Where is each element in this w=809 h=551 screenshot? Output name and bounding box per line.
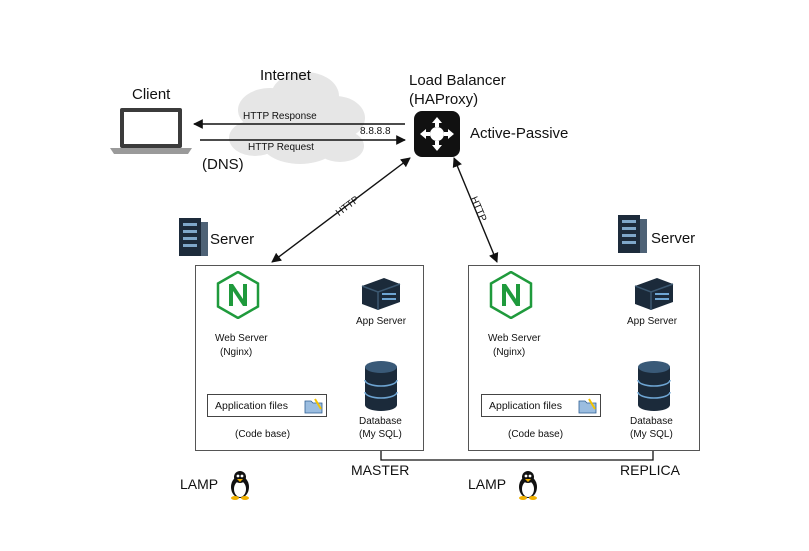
database-icon xyxy=(637,361,671,411)
folder-icon xyxy=(304,398,323,414)
application-files-label: Application files xyxy=(489,399,562,412)
linux-penguin-icon xyxy=(519,471,537,500)
server-box-right: Web Server (Nginx) App Server Applicatio… xyxy=(468,265,700,451)
nginx-label: (Nginx) xyxy=(220,347,253,358)
app-server-icon xyxy=(361,278,401,310)
web-server-label: Web Server xyxy=(215,333,268,344)
client-label: Client xyxy=(132,86,171,103)
code-base-label: (Code base) xyxy=(235,429,291,440)
server-right-label: Server xyxy=(651,230,696,247)
application-files-box: Application files xyxy=(207,394,327,417)
replication-line xyxy=(380,443,654,461)
server-rack-icon xyxy=(179,218,208,256)
http-response-label: HTTP Response xyxy=(243,111,317,122)
lamp-left-label: LAMP xyxy=(180,476,219,492)
database-label: Database xyxy=(359,416,402,427)
lb-subtitle: (HAProxy) xyxy=(409,91,479,108)
http-right-arrow xyxy=(452,157,499,263)
app-server-label: App Server xyxy=(627,316,678,327)
database-label: Database xyxy=(630,416,673,427)
web-server-label: Web Server xyxy=(488,333,541,344)
server-left-label: Server xyxy=(210,231,255,248)
lb-title: Load Balancer xyxy=(409,72,506,89)
master-label: MASTER xyxy=(351,462,410,478)
nginx-icon xyxy=(216,271,260,319)
lb-mode: Active-Passive xyxy=(470,125,569,142)
application-files-box: Application files xyxy=(481,394,601,417)
database-icon xyxy=(364,361,398,411)
ip-label: 8.8.8.8 xyxy=(360,126,391,137)
app-server-icon xyxy=(634,278,674,310)
code-base-label: (Code base) xyxy=(508,429,564,440)
nginx-icon xyxy=(489,271,533,319)
nginx-label: (Nginx) xyxy=(493,347,526,358)
linux-penguin-icon xyxy=(231,471,249,500)
folder-icon xyxy=(578,398,597,414)
server-box-left: Web Server (Nginx) App Server Applicatio… xyxy=(195,265,424,451)
http-left-arrow xyxy=(271,157,411,263)
server-rack-icon xyxy=(618,215,647,253)
replica-label: REPLICA xyxy=(620,462,680,478)
dns-label: (DNS) xyxy=(202,156,244,173)
http-request-label: HTTP Request xyxy=(248,142,314,153)
mysql-label: (My SQL) xyxy=(630,429,673,440)
application-files-label: Application files xyxy=(215,399,288,412)
app-server-label: App Server xyxy=(356,316,407,327)
mysql-label: (My SQL) xyxy=(359,429,402,440)
laptop-icon xyxy=(110,108,192,154)
internet-label: Internet xyxy=(260,67,311,84)
lamp-right-label: LAMP xyxy=(468,476,507,492)
load-balancer-icon xyxy=(414,111,460,157)
